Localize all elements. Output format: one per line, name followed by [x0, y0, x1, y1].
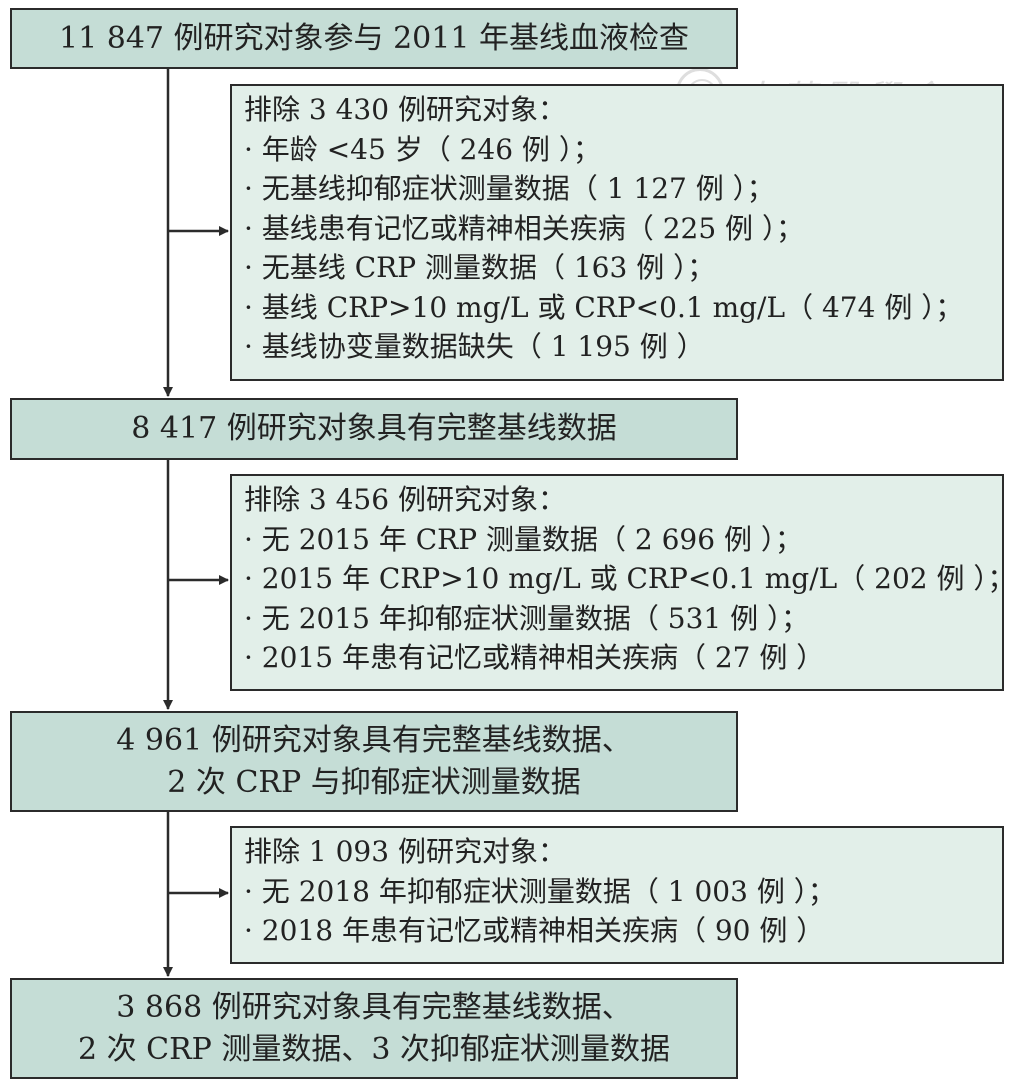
step-1-line-1: 11 847 例研究对象参与 2011 年基线血液检查	[59, 20, 689, 56]
step-4-line-1: 3 868 例研究对象具有完整基线数据、	[116, 989, 632, 1025]
exclusion-2-item: · 2015 年 CRP>10 mg/L 或 CRP<0.1 mg/L（ 202…	[244, 562, 1016, 595]
exclusion-1-item: · 基线患有记忆或精神相关疾病（ 225 例 ）；	[244, 211, 804, 245]
step-2-line-1: 8 417 例研究对象具有完整基线数据	[131, 411, 617, 446]
step-box-1: 11 847 例研究对象参与 2011 年基线血液检查	[10, 8, 738, 69]
exclusion-2-item: · 2015 年患有记忆或精神相关疾病（ 27 例 ）	[244, 641, 825, 674]
exclusion-box-2: 排除 3 456 例研究对象： · 无 2015 年 CRP 测量数据（ 2 6…	[230, 474, 1016, 691]
exclusion-1-item: · 基线 CRP>10 mg/L 或 CRP<0.1 mg/L（ 474 例 ）…	[244, 290, 964, 324]
exclusion-2-title: 排除 3 456 例研究对象：	[244, 483, 566, 516]
step-3-line-2: 2 次 CRP 与抑郁症状测量数据	[167, 764, 581, 800]
exclusion-1-item: · 年龄 <45 岁（ 246 例 ）；	[244, 132, 601, 166]
exclusion-3-item: · 无 2018 年抑郁症状测量数据（ 1 003 例 ）；	[244, 874, 836, 908]
step-box-2: 8 417 例研究对象具有完整基线数据	[10, 398, 738, 460]
exclusion-3-title: 排除 1 093 例研究对象：	[244, 835, 566, 868]
exclusion-2-item: · 无 2015 年 CRP 测量数据（ 2 696 例 ）；	[244, 522, 803, 556]
exclusion-box-1: 排除 3 430 例研究对象： · 年龄 <45 岁（ 246 例 ）； · 无…	[230, 84, 1004, 381]
exclusion-1-item: · 无基线抑郁症状测量数据（ 1 127 例 ）；	[244, 172, 775, 205]
exclusion-1-item: · 无基线 CRP 测量数据（ 163 例 ）；	[244, 251, 716, 284]
exclusion-2-item: · 无 2015 年抑郁症状测量数据（ 531 例 ）；	[244, 601, 810, 635]
step-box-3: 4 961 例研究对象具有完整基线数据、 2 次 CRP 与抑郁症状测量数据	[10, 711, 738, 812]
step-3-line-1: 4 961 例研究对象具有完整基线数据、	[116, 722, 632, 758]
step-4-line-2: 2 次 CRP 测量数据、3 次抑郁症状测量数据	[77, 1031, 671, 1067]
exclusion-1-item: · 基线协变量数据缺失（ 1 195 例 ）	[244, 330, 705, 363]
exclusion-3-item: · 2018 年患有记忆或精神相关疾病（ 90 例 ）	[244, 914, 825, 947]
step-box-4: 3 868 例研究对象具有完整基线数据、 2 次 CRP 测量数据、3 次抑郁症…	[10, 978, 738, 1079]
exclusion-1-title: 排除 3 430 例研究对象：	[244, 93, 566, 126]
exclusion-box-3: 排除 1 093 例研究对象： · 无 2018 年抑郁症状测量数据（ 1 00…	[230, 826, 1004, 964]
